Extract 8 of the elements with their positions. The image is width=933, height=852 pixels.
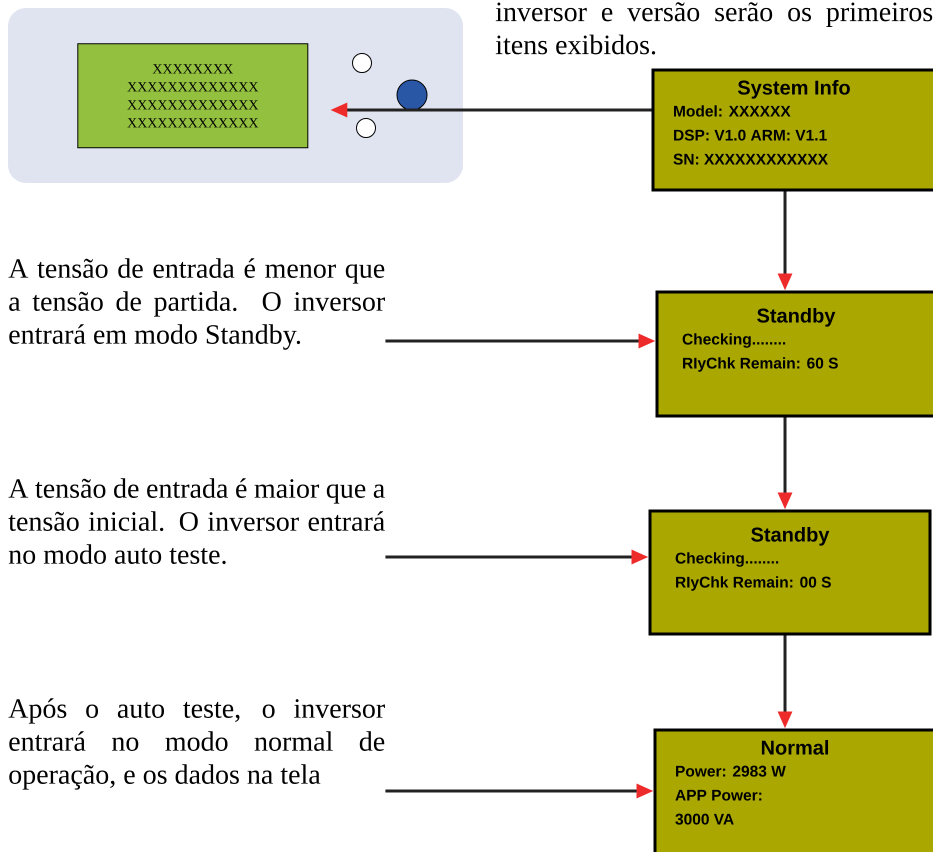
display-screen: System Info Model: XXXXXX DSP: V1.0 ARM: V1.1 SN: XXXXXXXXXXXX [652, 68, 933, 192]
display-screen: Normal Power: 2983 W APP Power: 3000 VA [654, 728, 933, 852]
lcd-screen: XXXXXXXX XXXXXXXXXXXXX XXXXXXXXXXXXX XXXXXXXXXXXXX [77, 43, 308, 148]
description-text: A tensão de entrada é maior que a tensão inicial. O inversor entrará no modo auto teste. [8, 478, 385, 564]
display-screen: Standby Checking........ RIyChk Remain: 00 S [648, 510, 932, 636]
description-text: A tensão de entrada é menor que a tensão de partida. O inversor entrará em modo Standby. [8, 258, 385, 350]
description-text: Após o auto teste, o inversor entrará no modo normal de operação, e os dados na tela [8, 698, 385, 790]
display-screen: Standby Checking........ RIyChk Remain: 60 S [656, 290, 933, 418]
